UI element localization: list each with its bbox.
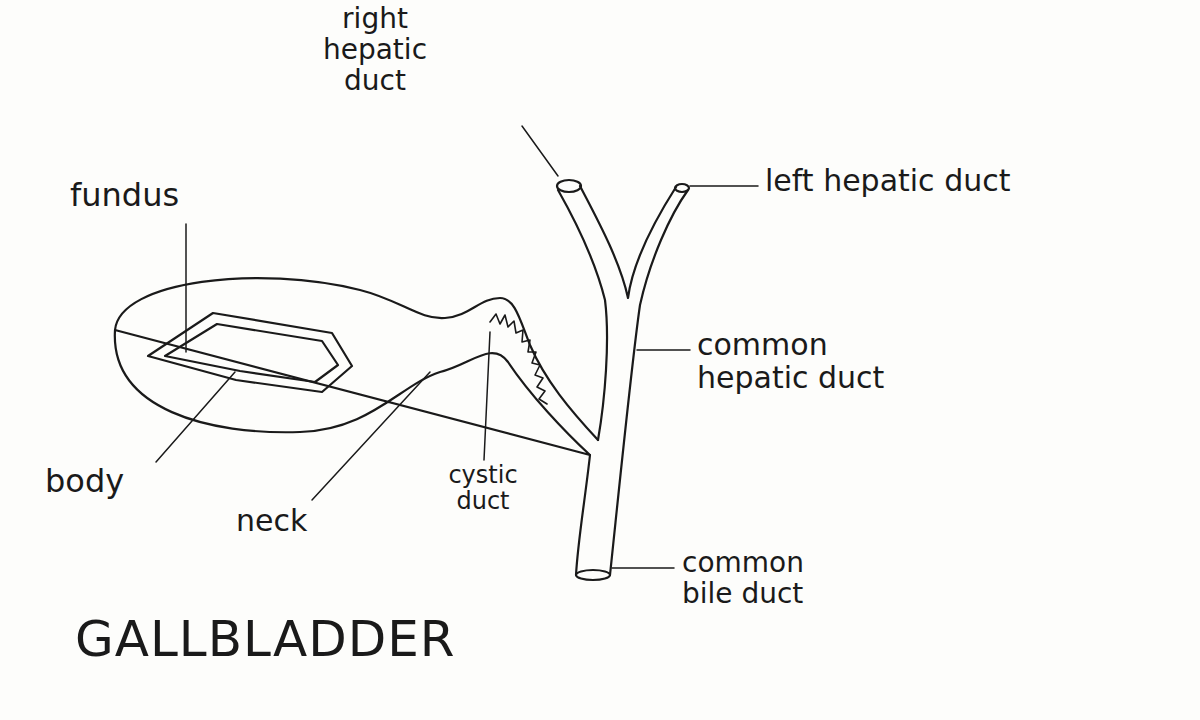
part-label: left hepatic duct xyxy=(765,164,1010,197)
duct-wall xyxy=(610,190,688,575)
duct-end xyxy=(675,184,689,192)
leader-line xyxy=(637,349,690,351)
diagram-title: GALLBLADDER xyxy=(75,612,456,667)
part-label: neck xyxy=(236,504,307,537)
leader-line xyxy=(484,332,490,460)
duct-wall xyxy=(576,455,590,575)
part-label: fundus xyxy=(70,178,179,213)
leader-line xyxy=(690,185,758,187)
duct-end xyxy=(557,180,581,192)
gallbladder-outline xyxy=(115,278,598,440)
gallbladder-lumen xyxy=(148,313,352,392)
leader-line xyxy=(156,372,235,462)
duct-wall xyxy=(580,186,676,298)
leader-line xyxy=(312,372,430,500)
leader-line xyxy=(612,567,674,569)
part-label: common bile duct xyxy=(682,548,832,610)
duct-end xyxy=(576,570,610,580)
leader-line xyxy=(185,224,187,352)
duct-wall xyxy=(558,190,607,440)
part-label: common hepatic duct xyxy=(697,328,917,394)
part-label: body xyxy=(45,464,124,499)
leader-line xyxy=(522,126,558,176)
part-label: right hepatic duct xyxy=(305,4,445,96)
spiral-valve xyxy=(490,314,547,404)
gallbladder-lumen xyxy=(165,324,338,382)
part-label: cystic duct xyxy=(440,462,526,515)
